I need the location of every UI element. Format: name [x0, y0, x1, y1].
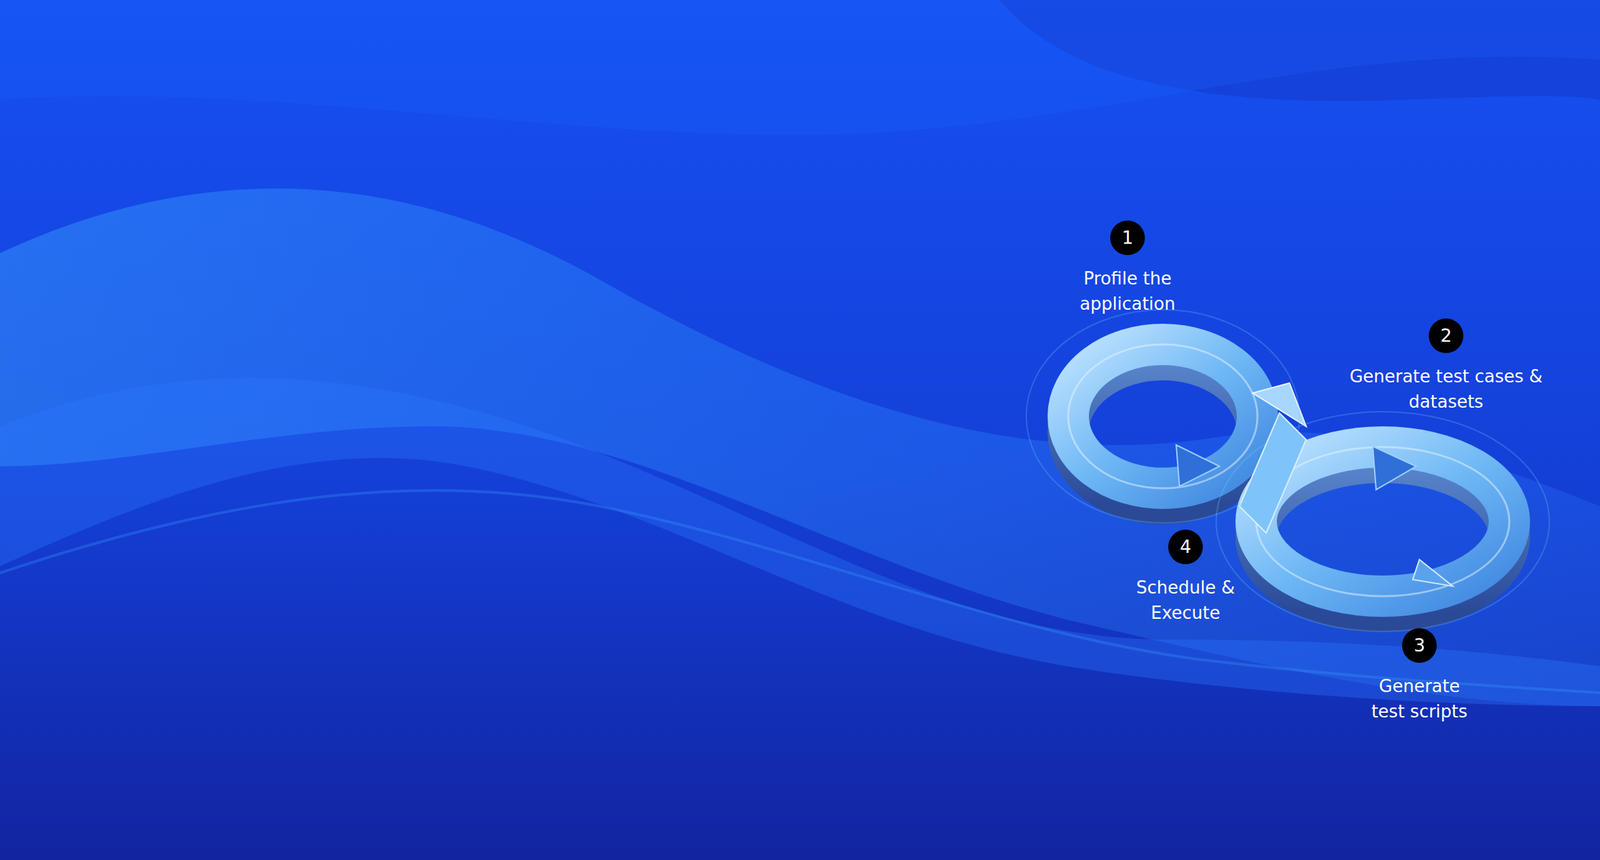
step-node: 4Schedule & Execute: [1135, 529, 1236, 626]
callout-number: 3: [1402, 628, 1437, 664]
step-node: 3Generate test scripts: [1361, 628, 1479, 725]
callout-number: 1: [1110, 220, 1145, 256]
step-label: Profile the application: [1067, 265, 1188, 317]
callout-number: 4: [1168, 529, 1203, 565]
step-node: 1Profile the application: [1067, 220, 1188, 317]
callout-number: 2: [1428, 318, 1464, 354]
step-label: Generate test cases & datasets: [1346, 363, 1547, 415]
step-label: Schedule & Execute: [1135, 575, 1236, 626]
step-label: Generate test scripts: [1361, 673, 1479, 725]
step-node: 2Generate test cases & datasets: [1346, 318, 1547, 415]
loop-illustration: [1026, 309, 1550, 632]
